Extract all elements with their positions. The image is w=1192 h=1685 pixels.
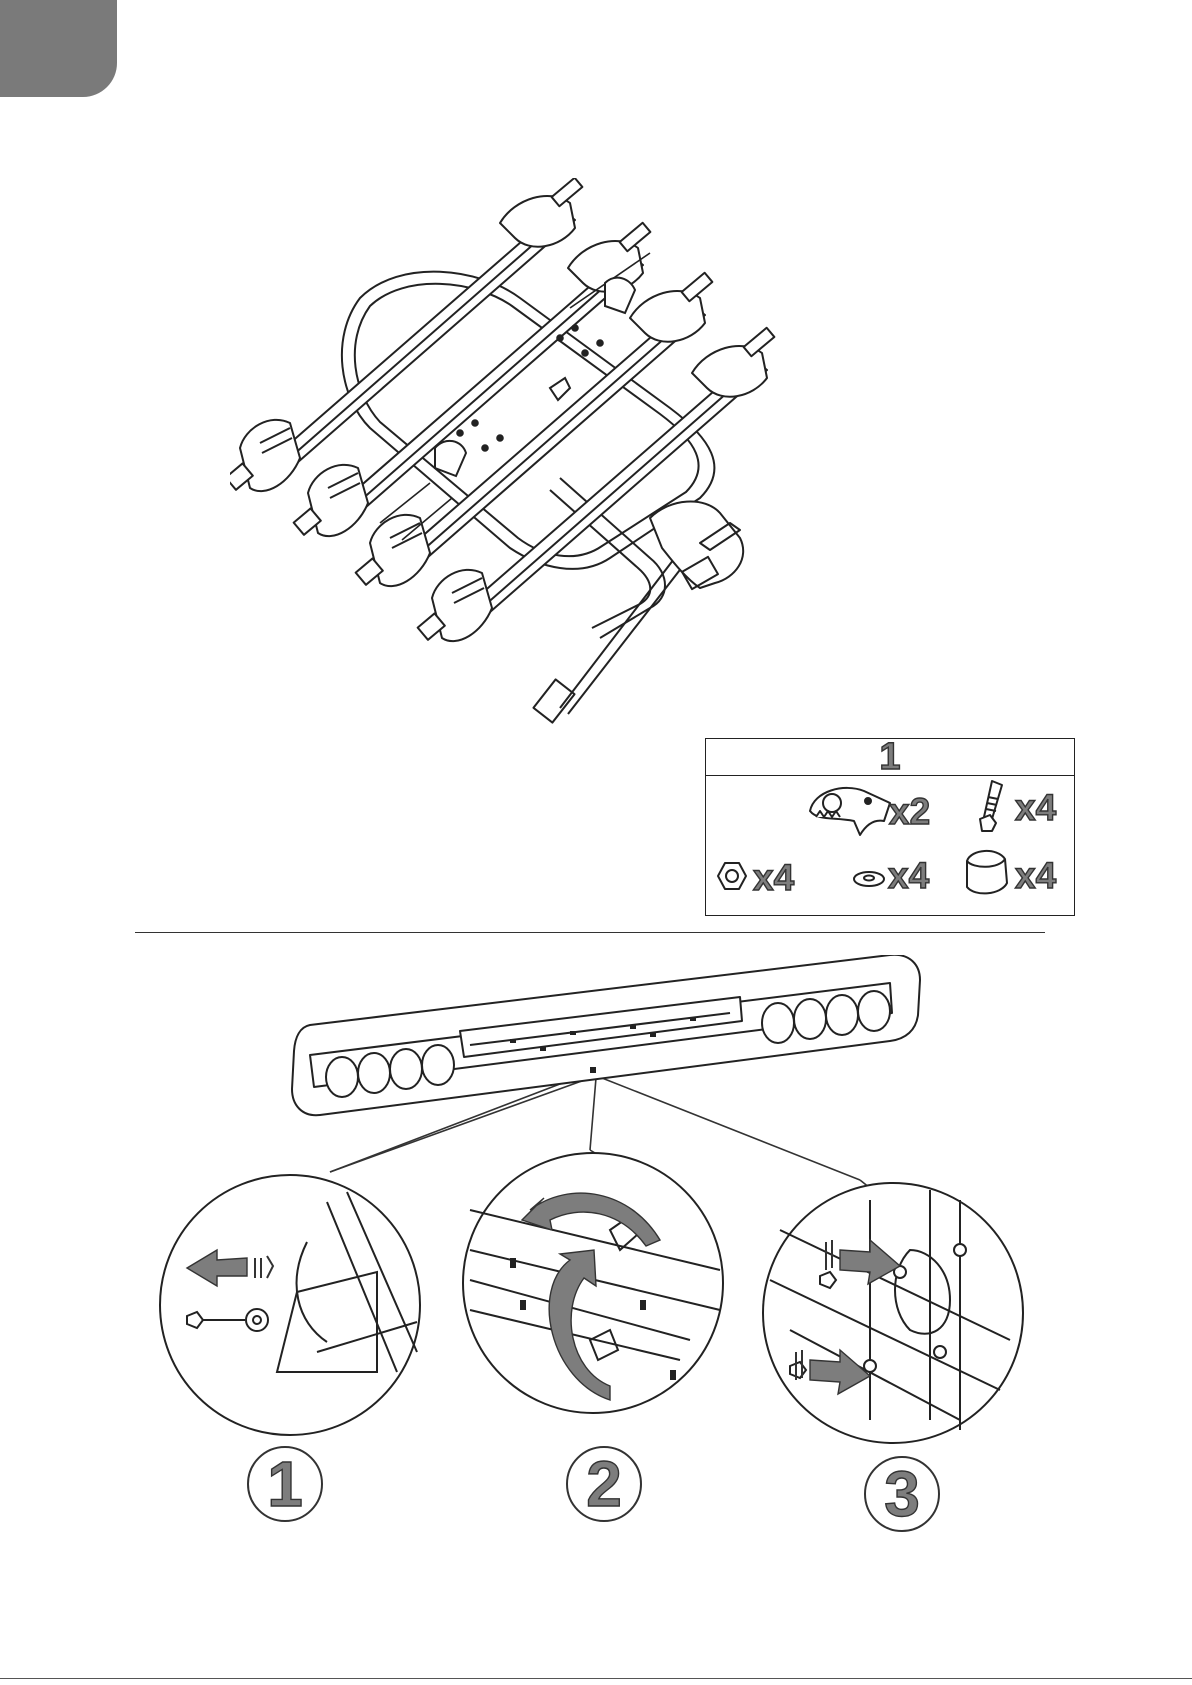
step-number-1: 1 <box>267 1452 303 1516</box>
bottom-rule <box>0 1678 1192 1679</box>
end-cap-icon <box>961 845 1011 897</box>
step-badge-1: 1 <box>247 1446 323 1522</box>
qty-bolt: x4 <box>1015 789 1056 826</box>
corner-tab <box>0 0 117 97</box>
cross-bar-illustration <box>290 955 930 1135</box>
section-divider <box>135 932 1045 933</box>
detail-circle-2 <box>460 1150 726 1416</box>
hex-nut-icon <box>716 861 748 891</box>
qty-washer: x4 <box>888 857 929 894</box>
detail-circle-1 <box>157 1172 423 1438</box>
step-number-3: 3 <box>884 1462 920 1526</box>
qty-ratchet-clamp: x2 <box>889 793 930 830</box>
ratchet-clamp-icon <box>804 781 896 837</box>
step-badge-2: 2 <box>566 1446 642 1522</box>
parts-box-header: 1 <box>706 739 1074 776</box>
qty-hex-nut: x4 <box>753 859 794 896</box>
bolt-icon <box>978 777 1008 833</box>
step-number-2: 2 <box>586 1452 622 1516</box>
qty-end-cap: x4 <box>1015 857 1056 894</box>
washer-icon <box>852 869 886 889</box>
detail-circle-3 <box>760 1180 1026 1446</box>
parts-box: 1 x2 x4 x4 x4 <box>705 738 1075 916</box>
step-badge-3: 3 <box>864 1456 940 1532</box>
parts-box-title: 1 <box>879 739 900 775</box>
bike-rack-illustration <box>230 178 850 738</box>
